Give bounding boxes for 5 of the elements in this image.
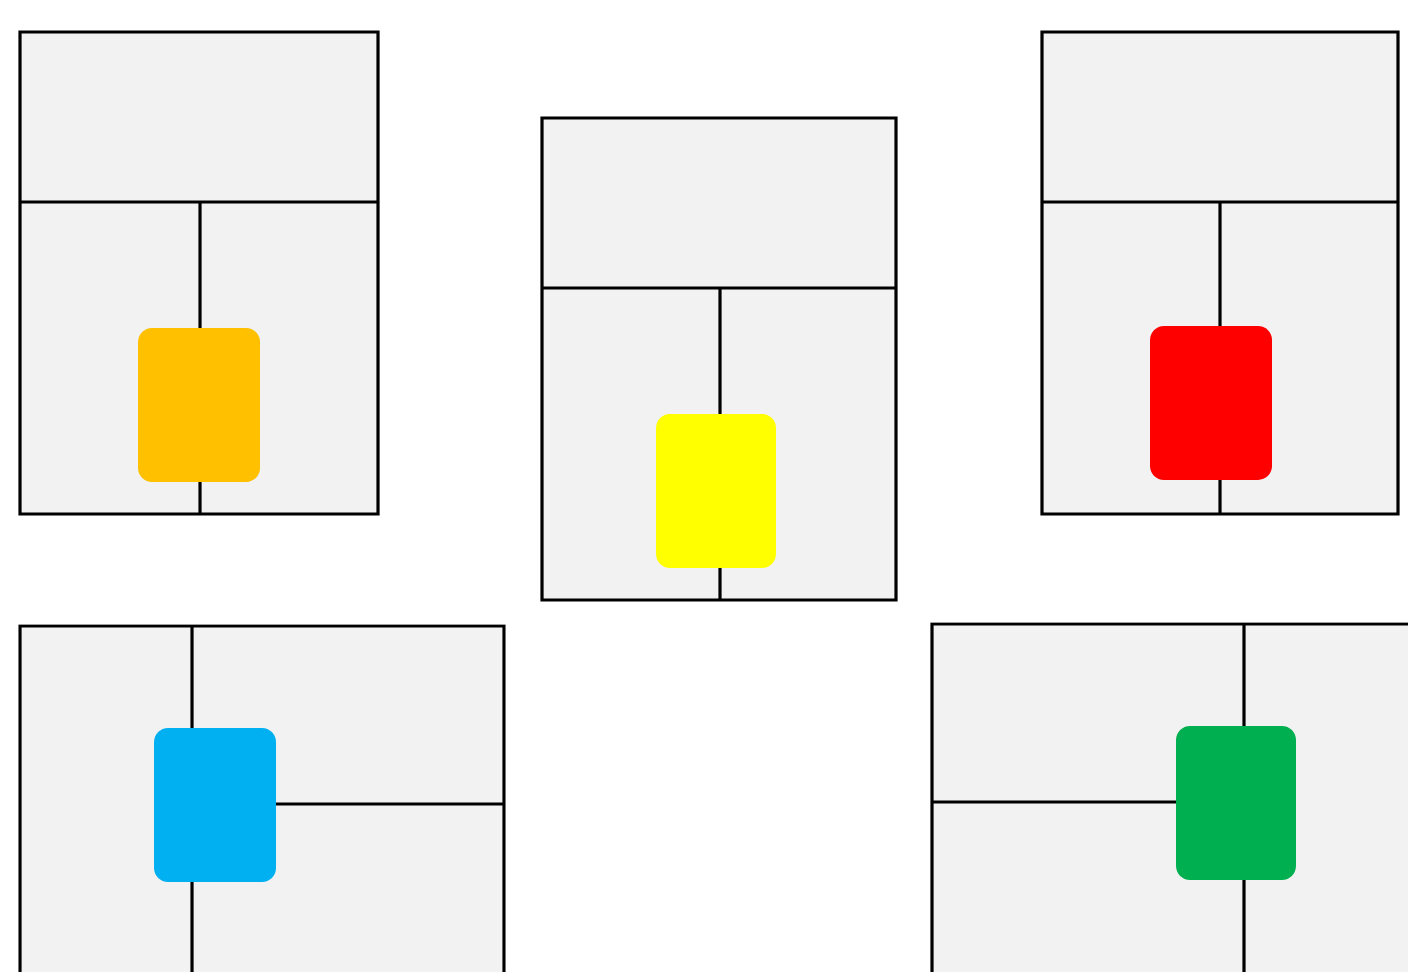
room-marker	[1150, 326, 1272, 480]
room-marker	[138, 328, 260, 482]
room-marker	[656, 414, 776, 568]
room-marker	[154, 728, 276, 882]
room-marker	[1176, 726, 1296, 880]
